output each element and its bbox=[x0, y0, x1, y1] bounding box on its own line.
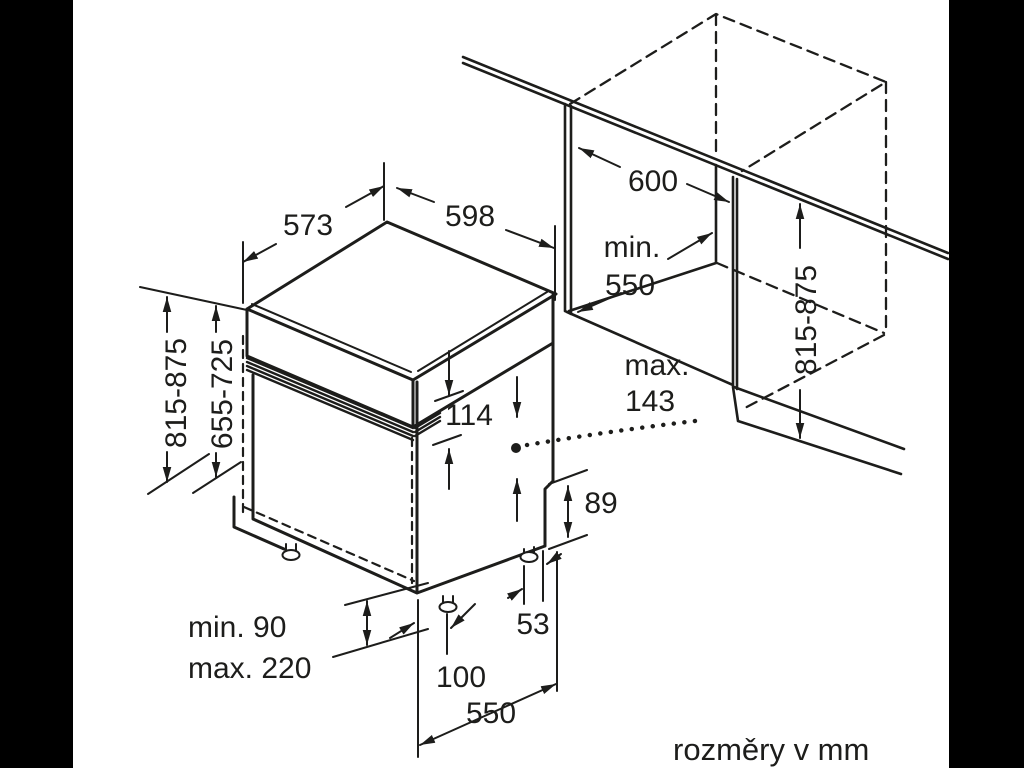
dim-label-max-220: max. 220 bbox=[188, 652, 311, 685]
dim-label-min: min. bbox=[604, 231, 661, 264]
dishwasher-outline bbox=[232, 220, 558, 595]
dim-label-815-875-right: 815-875 bbox=[790, 265, 823, 375]
dim-rear-notch: 89 bbox=[548, 469, 618, 550]
hidden-door-edges bbox=[241, 334, 416, 585]
foot-right bbox=[519, 551, 539, 563]
niche-dashed-box bbox=[568, 12, 888, 411]
dim-label-550-base: 550 bbox=[466, 697, 516, 730]
units-caption: rozměry v mm bbox=[673, 732, 869, 767]
dim-foot-to-rear: 53 bbox=[507, 550, 562, 641]
dim-label-53: 53 bbox=[516, 608, 549, 641]
dim-label-min-90: min. 90 bbox=[188, 611, 286, 644]
dim-label-550-depth: 550 bbox=[605, 269, 655, 302]
dim-label-600: 600 bbox=[628, 165, 678, 198]
dim-label-655-725: 655-725 bbox=[206, 339, 239, 449]
dim-base-depth: 550 bbox=[419, 551, 558, 746]
dim-niche-width: 600 bbox=[578, 147, 730, 203]
letterbox-right bbox=[949, 0, 1024, 768]
letterbox-left bbox=[0, 0, 73, 768]
dim-door-height: 655-725 bbox=[192, 305, 242, 494]
dim-top-width: 598 bbox=[396, 187, 556, 301]
niche-walls bbox=[563, 102, 906, 476]
dim-label-89: 89 bbox=[584, 487, 617, 520]
dim-panel-height: 114 bbox=[432, 350, 493, 490]
dim-label-max: max. bbox=[624, 349, 689, 382]
dim-label-143: 143 bbox=[625, 385, 675, 418]
dim-niche-depth: min. 550 bbox=[577, 231, 713, 313]
dim-label-114: 114 bbox=[445, 399, 493, 432]
dim-label-100: 100 bbox=[436, 661, 486, 694]
foot-left bbox=[281, 549, 301, 561]
foot-front bbox=[438, 601, 458, 613]
dim-overall-height: 815-875 bbox=[139, 286, 248, 495]
dim-hinge-max: max. 143 bbox=[511, 349, 698, 522]
dim-label-815-875-left: 815-875 bbox=[160, 338, 193, 448]
dim-label-598: 598 bbox=[445, 200, 495, 233]
countertop bbox=[461, 55, 950, 261]
top-face-inner-rim bbox=[251, 291, 548, 373]
dim-top-depth: 573 bbox=[242, 162, 385, 304]
appliance-feet bbox=[281, 543, 539, 613]
dim-plinth-height: min. 90 max. 220 bbox=[188, 582, 429, 685]
dim-niche-height: 815-875 bbox=[790, 203, 823, 439]
dim-label-573: 573 bbox=[283, 209, 333, 242]
control-panel-handle bbox=[245, 356, 442, 442]
hinge-point-dot bbox=[511, 443, 521, 453]
dotted-leader bbox=[524, 418, 698, 448]
